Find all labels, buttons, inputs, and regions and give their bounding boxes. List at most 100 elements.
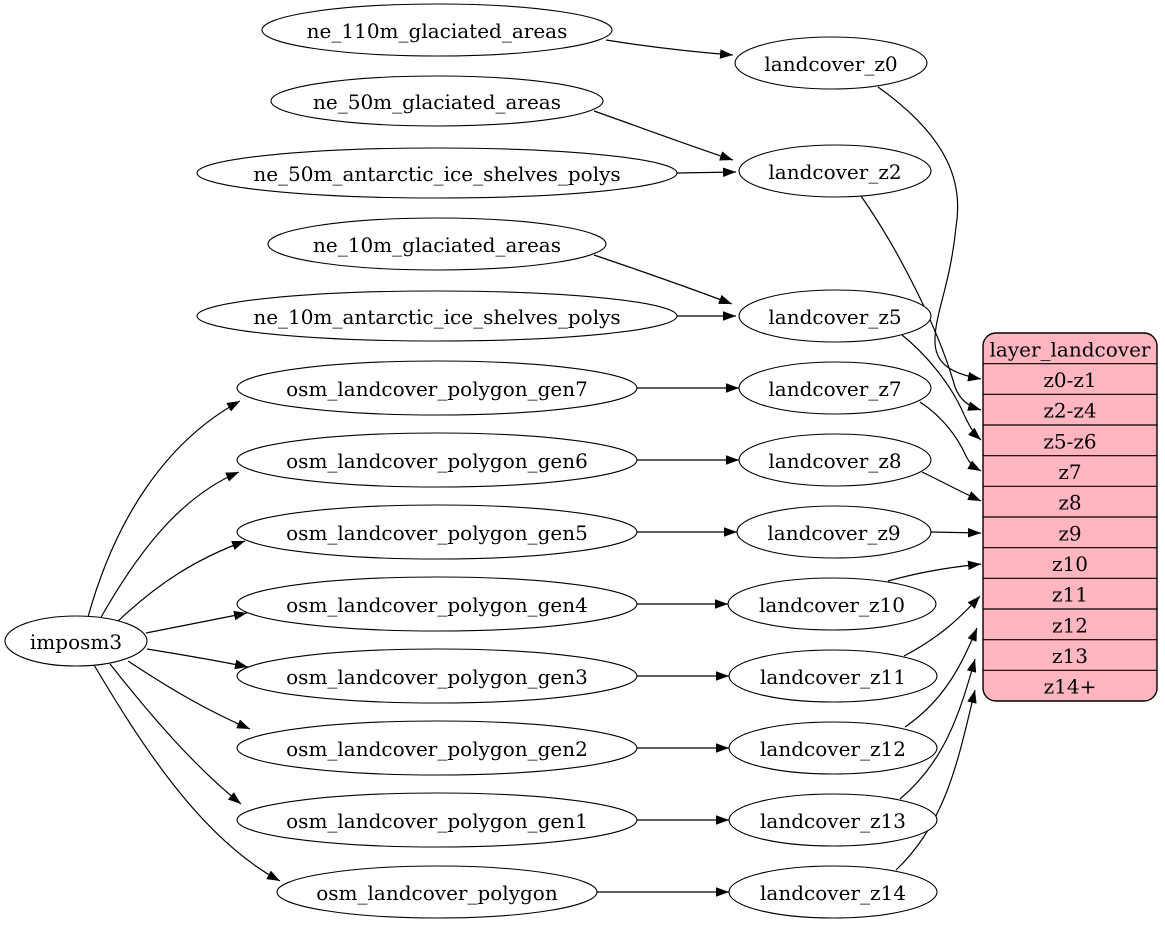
- record-title: layer_landcover: [990, 337, 1151, 361]
- edge-landcover_z0-to-layer_landcover:z0-z1: [877, 86, 982, 382]
- node-shape: [276, 865, 598, 919]
- edge-imposm3-to-osm_landcover_polygon_gen1: [109, 663, 242, 805]
- edge-ne_50m_glaciated_areas-to-landcover_z2: [593, 110, 734, 161]
- edge-ne_10m_glaciated_areas-to-landcover_z5: [593, 254, 733, 305]
- node-ne_50m_antarctic_ice_shelves_polys: ne_50m_antarctic_ice_shelves_polys: [196, 147, 678, 199]
- node-label: landcover_z14: [760, 881, 906, 905]
- record-row-label: z9: [1058, 521, 1081, 545]
- node-label: landcover_z8: [768, 449, 901, 473]
- edge-ne_50m_antarctic_ice_shelves_polys-to-landcover_z2: [676, 167, 737, 178]
- node-label: landcover_z7: [768, 377, 901, 401]
- node-shape: [728, 793, 938, 847]
- node-osm_landcover_polygon_gen3: osm_landcover_polygon_gen3: [236, 648, 638, 704]
- record-row-label: z5-z6: [1043, 429, 1096, 453]
- node-landcover_z13: landcover_z13: [728, 793, 938, 847]
- record-row-label: z7: [1058, 460, 1081, 484]
- edge-imposm3-to-osm_landcover_polygon_gen2: [127, 660, 251, 730]
- node-shape: [236, 576, 638, 632]
- edge-landcover_z5-to-layer_landcover:z5-z6: [901, 334, 982, 441]
- node-landcover_z14: landcover_z14: [728, 865, 938, 919]
- node-label: ne_50m_antarctic_ice_shelves_polys: [253, 162, 620, 186]
- node-shape: [728, 649, 938, 703]
- node-shape: [196, 147, 678, 199]
- node-ne_10m_glaciated_areas: ne_10m_glaciated_areas: [267, 217, 607, 271]
- edge-landcover_z8-to-layer_landcover:z8: [921, 471, 982, 502]
- record-row-label: z13: [1052, 644, 1088, 668]
- node-osm_landcover_polygon_gen1: osm_landcover_polygon_gen1: [236, 792, 638, 848]
- record-row-label: z2-z4: [1043, 399, 1096, 423]
- node-shape: [738, 361, 932, 415]
- record-layer_landcover: layer_landcover z0-z1 z2-z4 z5-z6 z7 z8 z9 z10 z…: [982, 332, 1158, 702]
- record-row-label: z14+: [1044, 675, 1097, 699]
- node-landcover_z11: landcover_z11: [728, 649, 938, 703]
- node-label: landcover_z5: [768, 305, 901, 329]
- node-landcover_z10: landcover_z10: [727, 577, 937, 631]
- node-label: osm_landcover_polygon_gen5: [286, 521, 588, 545]
- node-label: osm_landcover_polygon_gen6: [286, 449, 588, 473]
- record-layer: layer_landcover z0-z1 z2-z4 z5-z6 z7 z8 z9 z10 z…: [982, 332, 1158, 702]
- node-label: imposm3: [30, 630, 122, 654]
- node-landcover_z12: landcover_z12: [728, 721, 938, 775]
- node-landcover_z9: landcover_z9: [736, 505, 932, 559]
- node-ne_50m_glaciated_areas: ne_50m_glaciated_areas: [270, 75, 604, 127]
- node-ne_10m_antarctic_ice_shelves_polys: ne_10m_antarctic_ice_shelves_polys: [196, 290, 678, 342]
- node-label: osm_landcover_polygon_gen1: [286, 809, 588, 833]
- edge-imposm3-to-osm_landcover_polygon_gen3: [146, 648, 249, 670]
- edge-landcover_z10-to-layer_landcover:z10: [887, 560, 982, 582]
- edge-imposm3-to-osm_landcover_polygon_gen5: [115, 540, 246, 624]
- node-shape: [736, 505, 932, 559]
- edge-landcover_z2-to-layer_landcover:z2-z4: [860, 195, 982, 411]
- record-row-label: z11: [1052, 583, 1088, 607]
- node-ne_110m_glaciated_areas: ne_110m_glaciated_areas: [261, 3, 613, 57]
- edge-imposm3-to-osm_landcover_polygon: [93, 664, 281, 882]
- node-osm_landcover_polygon_gen5: osm_landcover_polygon_gen5: [236, 504, 638, 560]
- node-osm_landcover_polygon_gen6: osm_landcover_polygon_gen6: [236, 432, 638, 488]
- nodes-layer: imposm3 ne_110m_glaciated_areas ne_50m_gla…: [4, 3, 938, 919]
- node-label: ne_10m_antarctic_ice_shelves_polys: [253, 305, 620, 329]
- node-label: ne_50m_glaciated_areas: [313, 90, 561, 114]
- edge-landcover_z12-to-layer_landcover:z12: [904, 627, 978, 728]
- record-row-label: z12: [1052, 613, 1088, 637]
- node-shape: [236, 360, 638, 416]
- node-label: landcover_z12: [760, 737, 906, 761]
- edge-landcover_z7-to-layer_landcover:z7: [919, 401, 982, 472]
- node-shape: [727, 577, 937, 631]
- node-landcover_z7: landcover_z7: [738, 361, 932, 415]
- node-label: landcover_z2: [768, 160, 901, 184]
- node-label: ne_10m_glaciated_areas: [313, 233, 561, 257]
- node-label: osm_landcover_polygon_gen4: [286, 593, 588, 617]
- record-row-label: z10: [1052, 552, 1088, 576]
- record-row-label: z0-z1: [1043, 368, 1096, 392]
- node-landcover_z8: landcover_z8: [738, 433, 932, 487]
- node-label: landcover_z0: [764, 52, 897, 76]
- node-shape: [728, 865, 938, 919]
- record-row-label: z8: [1058, 491, 1081, 515]
- node-label: osm_landcover_polygon_gen2: [286, 737, 588, 761]
- node-label: landcover_z10: [759, 593, 905, 617]
- node-osm_landcover_polygon_gen4: osm_landcover_polygon_gen4: [236, 576, 638, 632]
- node-osm_landcover_polygon: osm_landcover_polygon: [276, 865, 598, 919]
- edge-landcover_z14-to-layer_landcover:z14+: [895, 689, 977, 871]
- edge-landcover_z13-to-layer_landcover:z13: [899, 658, 977, 800]
- node-landcover_z2: landcover_z2: [738, 144, 932, 198]
- node-landcover_z0: landcover_z0: [734, 36, 928, 90]
- node-osm_landcover_polygon_gen7: osm_landcover_polygon_gen7: [236, 360, 638, 416]
- edge-landcover_z9-to-layer_landcover:z9: [930, 527, 982, 538]
- node-shape: [196, 290, 678, 342]
- node-label: osm_landcover_polygon_gen3: [286, 665, 588, 689]
- edge-imposm3-to-osm_landcover_polygon_gen7: [87, 400, 241, 618]
- node-label: osm_landcover_polygon: [316, 881, 558, 905]
- node-shape: [728, 721, 938, 775]
- node-label: landcover_z9: [767, 521, 900, 545]
- edges-layer: [87, 39, 982, 897]
- edge-landcover_z11-to-layer_landcover:z11: [903, 595, 981, 657]
- edge-imposm3-to-osm_landcover_polygon_gen4: [145, 610, 248, 634]
- node-landcover_z5: landcover_z5: [738, 289, 932, 343]
- node-shape: [734, 36, 928, 90]
- node-label: landcover_z13: [760, 809, 906, 833]
- node-shape: [236, 720, 638, 776]
- node-label: osm_landcover_polygon_gen7: [286, 377, 588, 401]
- node-label: landcover_z11: [760, 665, 906, 689]
